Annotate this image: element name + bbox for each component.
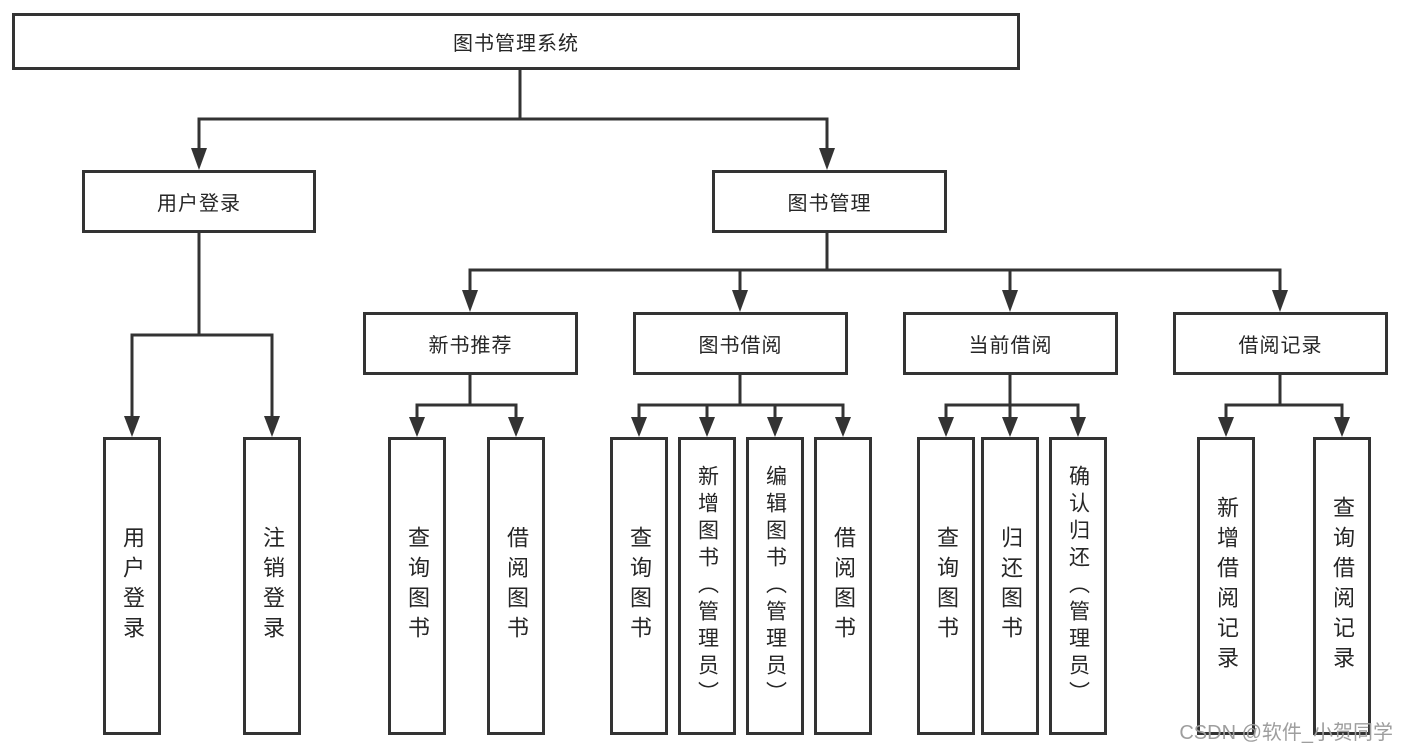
arrowhead	[508, 417, 524, 437]
node-user-login-label: 用户登录	[157, 193, 241, 215]
leaf-current-query-books: 查询图书	[917, 437, 975, 735]
leaf-current-confirm-return-admin-label: 确认归还（管理员）	[1066, 464, 1090, 708]
leaf-recommend-query-books: 查询图书	[388, 437, 446, 735]
arrowhead	[264, 416, 280, 437]
arrowhead	[1002, 417, 1018, 437]
arrowhead	[732, 290, 748, 312]
arrowhead	[191, 148, 207, 170]
arrowhead	[1272, 290, 1288, 312]
leaf-logout: 注销登录	[243, 437, 301, 735]
leaf-borrow-query-books: 查询图书	[610, 437, 668, 735]
connector-user-login-children	[124, 233, 280, 437]
arrowhead	[1002, 290, 1018, 312]
leaf-current-return-books-label: 归还图书	[998, 526, 1023, 646]
leaf-borrow-edit-books-admin: 编辑图书（管理员）	[746, 437, 804, 735]
csdn-watermark: CSDN @软件_小贺同学	[1179, 722, 1393, 744]
leaf-current-query-books-label: 查询图书	[934, 526, 959, 646]
connector-root-to-level2	[191, 70, 835, 170]
leaf-recommend-borrow-books: 借阅图书	[487, 437, 545, 735]
node-user-login: 用户登录	[82, 170, 316, 233]
leaf-borrow-add-books-admin: 新增图书（管理员）	[678, 437, 736, 735]
node-book-management: 图书管理	[712, 170, 947, 233]
arrowhead	[462, 290, 478, 312]
node-book-borrow: 图书借阅	[633, 312, 848, 375]
connector-new-book-recommend-children	[409, 375, 524, 437]
node-borrow-records-label: 借阅记录	[1238, 335, 1323, 357]
leaf-record-query-borrow-record-label: 查询借阅记录	[1330, 496, 1355, 676]
leaf-user-login: 用户登录	[103, 437, 161, 735]
leaf-record-add-borrow-record: 新增借阅记录	[1197, 437, 1255, 735]
node-root-label: 图书管理系统	[453, 33, 579, 55]
connector-current-borrow-children	[938, 375, 1086, 437]
leaf-current-return-books: 归还图书	[981, 437, 1039, 735]
node-book-borrow-label: 图书借阅	[698, 335, 783, 357]
arrowhead	[631, 417, 647, 437]
node-new-book-recommend: 新书推荐	[363, 312, 578, 375]
leaf-record-query-borrow-record: 查询借阅记录	[1313, 437, 1371, 735]
leaf-borrow-add-books-admin-label: 新增图书（管理员）	[695, 464, 719, 708]
arrowhead	[699, 417, 715, 437]
arrowhead	[1070, 417, 1086, 437]
node-root-system: 图书管理系统	[12, 13, 1020, 70]
arrowhead	[1218, 417, 1234, 437]
connector-borrow-records-children	[1218, 375, 1350, 437]
arrowhead	[767, 417, 783, 437]
connector-book-management-children	[462, 233, 1288, 312]
leaf-current-confirm-return-admin: 确认归还（管理员）	[1049, 437, 1107, 735]
arrowhead	[1334, 417, 1350, 437]
leaf-user-login-label: 用户登录	[120, 526, 145, 646]
arrowhead	[835, 417, 851, 437]
connector-book-borrow-children	[631, 375, 851, 437]
arrowhead	[124, 416, 140, 437]
leaf-recommend-query-books-label: 查询图书	[405, 526, 430, 646]
node-current-borrow-label: 当前借阅	[968, 335, 1053, 357]
leaf-record-add-borrow-record-label: 新增借阅记录	[1214, 496, 1239, 676]
leaf-logout-label: 注销登录	[260, 526, 285, 646]
node-current-borrow: 当前借阅	[903, 312, 1118, 375]
node-borrow-records: 借阅记录	[1173, 312, 1388, 375]
leaf-borrow-query-books-label: 查询图书	[627, 526, 652, 646]
arrowhead	[938, 417, 954, 437]
arrowhead	[819, 148, 835, 170]
leaf-borrow-borrow-books: 借阅图书	[814, 437, 872, 735]
leaf-borrow-edit-books-admin-label: 编辑图书（管理员）	[763, 464, 787, 708]
arrowhead	[409, 417, 425, 437]
node-book-management-label: 图书管理	[787, 193, 872, 215]
leaf-recommend-borrow-books-label: 借阅图书	[504, 526, 529, 646]
node-new-book-recommend-label: 新书推荐	[428, 335, 513, 357]
leaf-borrow-borrow-books-label: 借阅图书	[831, 526, 856, 646]
